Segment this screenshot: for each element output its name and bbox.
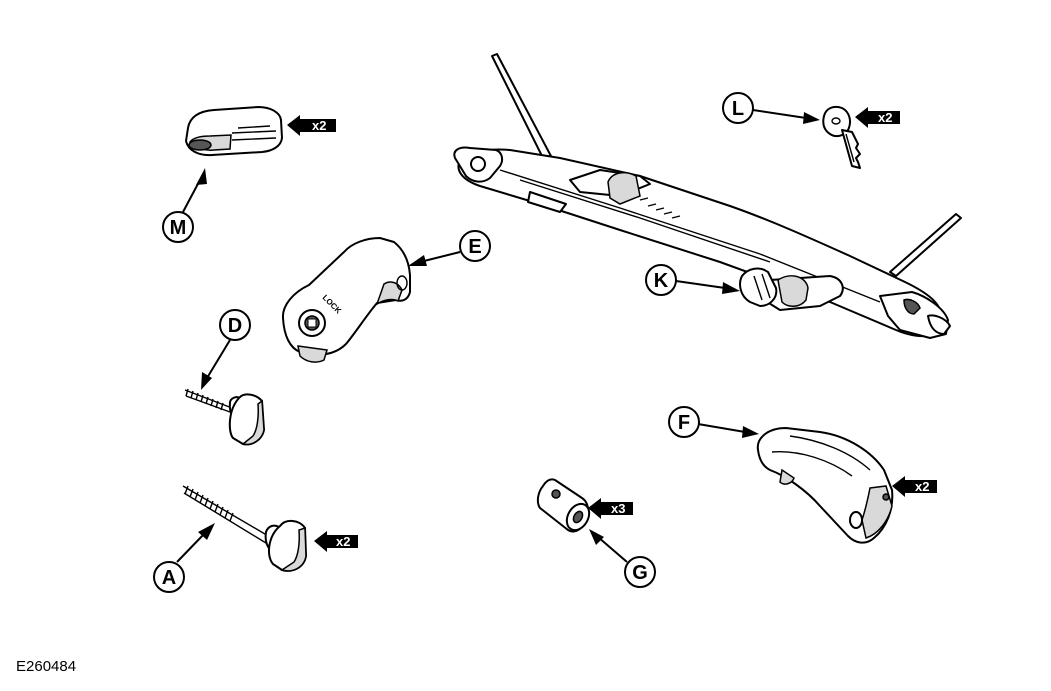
part-f-clamp-lever	[756, 427, 894, 544]
callout-e-label: E	[468, 236, 481, 258]
part-e-lock-lever: LOCK	[281, 237, 411, 363]
callout-f-label: F	[678, 412, 690, 434]
figure-reference: E260484	[16, 658, 77, 675]
callout-k-label: K	[654, 270, 669, 292]
callout-g: G	[589, 529, 656, 588]
callout-d: D	[201, 309, 251, 390]
part-d-short-thumb-screw	[184, 388, 265, 446]
callout-g-label: G	[632, 562, 648, 584]
quantity-a-label: x2	[336, 534, 350, 549]
part-a-long-thumb-screw	[182, 485, 307, 572]
callout-l: L	[722, 92, 820, 124]
callout-k: K	[645, 264, 740, 296]
callout-m: M	[162, 168, 207, 243]
quantity-f: x2	[892, 476, 937, 497]
quantity-l-label: x2	[878, 110, 892, 125]
callout-l-label: L	[732, 98, 744, 120]
callout-m-label: M	[170, 217, 187, 239]
callout-e: E	[408, 230, 491, 266]
quantity-f-label: x2	[915, 479, 929, 494]
quantity-g-label: x3	[611, 501, 625, 516]
part-l-key	[822, 105, 861, 169]
callout-d-label: D	[228, 315, 242, 337]
callout-f: F	[668, 406, 759, 438]
callout-a-label: A	[162, 567, 176, 589]
quantity-m: x2	[287, 115, 336, 136]
part-k-bike-carrier	[453, 53, 962, 339]
quantity-m-label: x2	[312, 118, 326, 133]
quantity-g: x3	[588, 498, 633, 519]
part-m-rail-insert	[185, 106, 283, 157]
part-g-threaded-nut	[536, 478, 591, 533]
quantity-a: x2	[314, 531, 358, 552]
callout-a: A	[153, 523, 215, 593]
quantity-l: x2	[855, 107, 900, 128]
